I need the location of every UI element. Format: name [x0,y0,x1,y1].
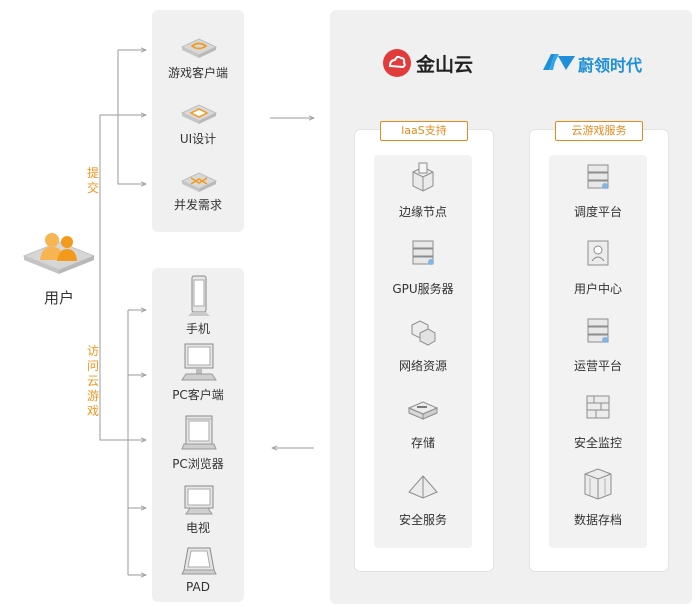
operations-icon [584,316,612,350]
weiling-brand: 蔚领时代 [578,56,643,75]
kingsoft-cloud-brand: 金山云 [416,54,474,76]
submit-item-label: UI设计 [179,132,217,146]
user-label: 用户 [43,289,74,307]
device-item-label: 电视 [185,521,210,535]
submit-item-label: 游戏客户端 [167,66,228,80]
device-item-label: PC客户端 [172,388,224,402]
network-icon [409,316,437,350]
cloud-game-item-label: 数据存档 [573,513,622,527]
security-monitor-icon [584,392,612,426]
data-archive-icon [582,466,614,504]
scheduling-icon [584,162,612,196]
gpu-server-icon [409,238,437,272]
iaas-item-label: 存储 [410,436,435,450]
ui-design-icon [180,102,218,130]
iaas-title: laaS支持 [380,121,468,141]
cloud-game-item-label: 调度平台 [573,205,622,219]
user-center-icon [584,238,612,272]
phone-icon [186,274,212,322]
submit-item-label: 并发需求 [173,198,222,212]
weiling-logo-icon [542,52,576,76]
edge-node-icon [409,162,437,196]
storage-icon [407,398,439,426]
device-item-label: PAD [186,580,210,594]
tablet-icon [180,546,218,582]
iaas-item-label: 边缘节点 [398,205,447,219]
cloud-game-item-label: 用户中心 [573,282,622,296]
device-item-label: 手机 [185,322,210,336]
users-icon [20,228,98,278]
cloud-game-item-label: 运营平台 [573,359,622,373]
cloud-game-item-label: 安全监控 [573,436,622,450]
device-item-label: PC浏览器 [172,457,224,471]
pc-client-icon [180,342,218,388]
concurrency-icon [180,170,218,198]
iaas-item-label: 网络资源 [398,359,447,373]
access-flow-label: 访问云游戏 [86,344,99,418]
game-client-icon [180,36,218,64]
kingsoft-cloud-logo-icon [382,48,412,82]
cloud-game-title: 云游戏服务 [555,121,643,141]
tv-icon [182,482,216,522]
iaas-item-label: GPU服务器 [392,282,454,296]
submit-flow-label: 提交 [86,166,99,195]
security-service-icon [407,474,439,504]
iaas-item-label: 安全服务 [398,513,447,527]
pc-browser-icon [180,412,218,458]
